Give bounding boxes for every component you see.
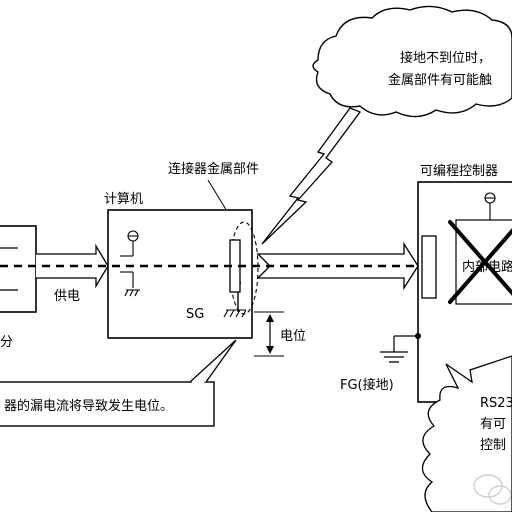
bottom-right-callout-line1: RS23 xyxy=(480,396,512,411)
fg-ground-icon xyxy=(380,351,408,363)
top-callout-line1: 接地不到位时， xyxy=(400,50,491,66)
bottom-right-callout-line2: 有可 xyxy=(480,417,506,432)
bottom-left-callout-pointer xyxy=(189,339,237,383)
antenna-icon xyxy=(120,230,139,288)
plc-connector xyxy=(421,235,437,299)
lightning-bolt-top xyxy=(261,107,362,245)
bottom-left-callout-text: 器的漏电流将导致发生电位。 xyxy=(4,398,173,414)
top-callout-cloud: 接地不到位时， 金属部件有可能触 xyxy=(312,5,512,118)
bottom-left-callout xyxy=(0,381,215,427)
plc-antenna-icon xyxy=(484,192,496,220)
bottom-right-callout-line3: 控制 xyxy=(480,438,506,453)
cross-mark-icon xyxy=(448,220,512,304)
left-partial-label: 分 xyxy=(0,335,13,350)
potential-label: 电位 xyxy=(280,329,306,344)
wechat-watermark-icon xyxy=(473,474,512,505)
sg-label: SG xyxy=(186,307,204,322)
potential-arrowhead-down xyxy=(266,346,274,354)
fg-label: FG(接地) xyxy=(340,377,394,393)
top-callout-line2: 金属部件有可能触 xyxy=(388,72,492,88)
potential-arrowhead-up xyxy=(266,314,274,322)
fg-node xyxy=(415,333,421,339)
connector-metal-label: 连接器金属部件 xyxy=(168,161,259,177)
power-supply-label: 供电 xyxy=(54,289,80,304)
plc-label: 可编程控制器 xyxy=(420,164,498,179)
bottom-right-callout-cloud xyxy=(421,355,512,512)
ground-icon xyxy=(124,289,140,297)
computer-label: 计算机 xyxy=(104,192,143,207)
left-device-box xyxy=(0,225,37,313)
